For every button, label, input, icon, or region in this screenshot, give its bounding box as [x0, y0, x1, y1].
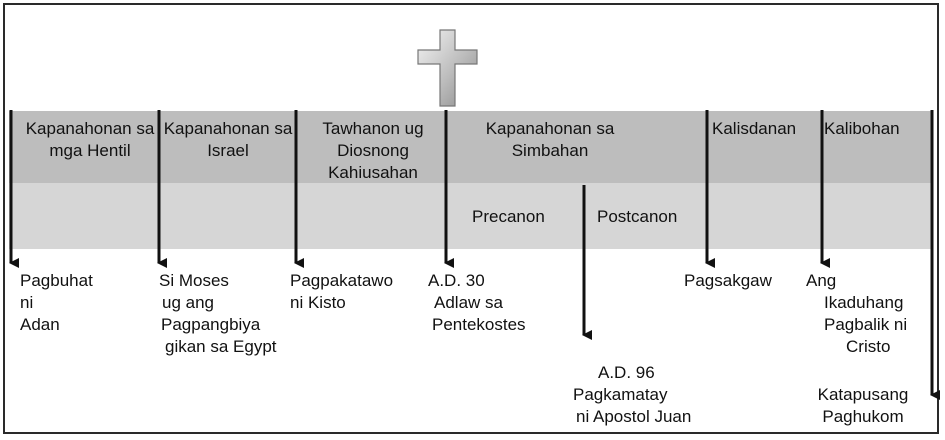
- era-kingdom: Kalibohan: [824, 119, 900, 138]
- event-exodus: Si Moses ug ang Pagpangbiya gikan sa Egy…: [159, 271, 277, 356]
- event-second-coming: Ang Ikaduhang Pagbalik ni Cristo: [806, 271, 908, 356]
- subperiod-precanon: Precanon: [472, 207, 545, 226]
- era-incarnation: Tawhanon ug Diosnong Kahiusahan: [322, 119, 424, 182]
- subperiod-postcanon: Postcanon: [597, 207, 678, 226]
- era-gentiles: Kapanahonan sa mga Hentil: [25, 119, 155, 160]
- event-death-john: A.D. 96 Pagkamatay ni Apostol Juan: [573, 363, 692, 426]
- era-israel: Kapanahonan sa Israel: [163, 119, 293, 160]
- event-creation: Pagbuhat ni Adan: [20, 271, 93, 334]
- event-pentecost: A.D. 30 Adlaw sa Pentekostes: [428, 271, 526, 334]
- era-tribulation: Kalisdanan: [712, 119, 797, 138]
- event-birth-christ: Pagpakatawo ni Kisto: [290, 271, 394, 312]
- event-final-judgment: Katapusang Paghukom: [817, 385, 909, 426]
- era-church: Kapanahonan sa Simbahan: [485, 119, 615, 160]
- subperiod-band: [9, 183, 932, 249]
- event-rapture: Pagsakgaw: [684, 271, 772, 290]
- era-band: [9, 111, 932, 183]
- diagram-frame: [3, 3, 939, 434]
